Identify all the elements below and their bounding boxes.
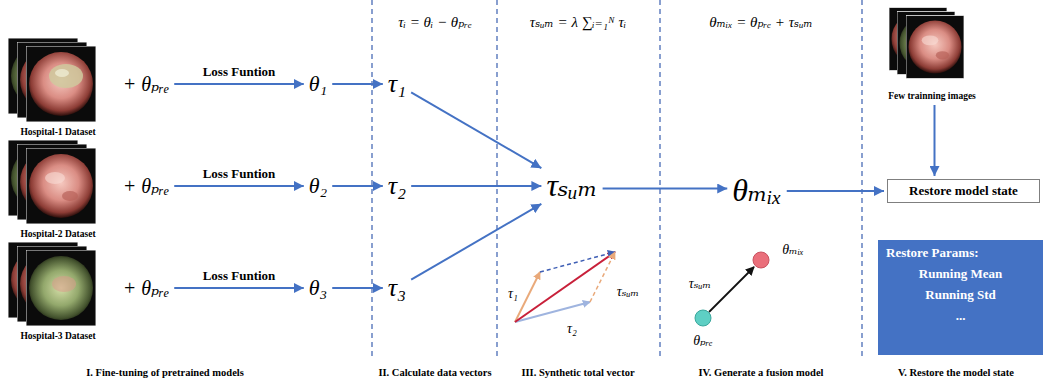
dataset-caption: Hospital-2 Dataset	[20, 229, 95, 239]
fused-point	[753, 252, 769, 268]
math-symbol: + θₚᵣₑ	[123, 175, 169, 197]
flow-arrow	[332, 83, 383, 85]
math-symbol: θ₂	[309, 174, 327, 198]
shift-arrow	[709, 267, 754, 312]
pretrained-params: + θₚᵣₑ	[121, 175, 171, 197]
dataset-image-stack: Hospital-2 Dataset	[4, 138, 112, 240]
param-text: Running Std	[886, 284, 1035, 305]
math-symbol: + θₚᵣₑ	[123, 73, 169, 95]
dataset-image-stack: Hospital-3 Dataset	[4, 240, 112, 342]
flow-arrow	[174, 83, 304, 85]
few-images-stack: Few trainning images	[882, 4, 982, 102]
math-symbol: θ₁	[309, 72, 327, 96]
flow-arrow	[603, 188, 728, 190]
parallel-dashed-arrow	[590, 252, 615, 302]
flow-arrow	[332, 287, 383, 289]
point-label: θₚᵣₑ	[693, 333, 713, 350]
section-caption: V. Restore the model state	[898, 367, 1014, 380]
dataset-image-stack: Hospital-1 Dataset	[4, 36, 112, 138]
box-label: Restore model state	[909, 183, 1018, 199]
section-caption: III. Synthetic total vector	[521, 367, 634, 380]
flow-arrow	[174, 287, 304, 289]
sum-vector-arrow	[515, 252, 615, 322]
images-caption: Few trainning images	[888, 91, 976, 101]
vector-arrow	[515, 272, 540, 322]
vector-label: τₛᵤₘ	[689, 276, 711, 293]
flow-arrow	[411, 92, 541, 168]
pretrained-point	[695, 310, 711, 326]
params-panel: Restore Params:Running MeanRunning Std..…	[878, 240, 1043, 355]
task-vector: τ₁	[386, 70, 408, 99]
param-text: ...	[886, 305, 1035, 326]
section-caption: II. Calculate data vectors	[378, 367, 491, 380]
endoscopy-image	[906, 16, 964, 79]
formula: τᵢ = θᵢ − θₚᵣₑ	[398, 13, 472, 31]
vector-label: τ₂	[567, 321, 577, 338]
finetuned-params: θ₃	[307, 276, 329, 300]
dataset-caption: Hospital-1 Dataset	[20, 127, 95, 137]
column-separator	[496, 0, 497, 356]
pretrained-params: + θₚᵣₑ	[121, 277, 171, 299]
vector-label: τ₁	[508, 286, 518, 303]
finetuned-params: θ₁	[307, 72, 329, 96]
section-caption: I. Fine-tuning of pretrained models	[86, 367, 244, 380]
process-box: Restore model state	[887, 179, 1040, 203]
finetuned-params: θ₂	[307, 174, 329, 198]
column-separator	[659, 0, 660, 356]
flow-arrow	[934, 105, 936, 176]
flow-arrow	[411, 204, 541, 280]
flow-arrow	[787, 190, 884, 192]
math-symbol: τ₃	[388, 274, 406, 303]
column-separator	[371, 0, 372, 356]
param-text: Running Mean	[886, 263, 1035, 284]
arrow-label: Loss Funtion	[201, 65, 278, 80]
column-separator	[861, 0, 862, 356]
dataset-caption: Hospital-3 Dataset	[20, 331, 95, 341]
math-symbol: τₛᵤₘ	[546, 168, 597, 203]
task-vector: τ₃	[386, 274, 408, 303]
pretrained-params: + θₚᵣₑ	[121, 73, 171, 95]
arrow-label: Loss Funtion	[201, 269, 278, 284]
connector-group	[174, 84, 934, 288]
fusion-model: θₘᵢₓ	[730, 173, 784, 208]
point-label: θₘᵢₓ	[782, 242, 804, 259]
math-symbol: θₘᵢₓ	[732, 173, 782, 208]
endoscopy-image	[26, 148, 96, 224]
sum-vector: τₛᵤₘ	[544, 168, 599, 203]
flow-arrow	[411, 185, 541, 187]
endoscopy-image	[26, 250, 96, 326]
param-text: Restore Params:	[886, 242, 1035, 263]
formula: θₘᵢₓ = θₚᵣₑ + τₛᵤₘ	[709, 13, 812, 31]
vector-label: τₛᵤₘ	[617, 284, 639, 301]
arrow-label: Loss Funtion	[201, 167, 278, 182]
parallel-dashed-arrow	[540, 252, 615, 272]
math-symbol: + θₚᵣₑ	[123, 277, 169, 299]
flow-arrow	[332, 185, 383, 187]
section-caption: IV. Generate a fusion model	[699, 367, 824, 380]
task-vector: τ₂	[386, 172, 408, 201]
math-symbol: τ₁	[388, 70, 406, 99]
formula: τₛᵤₘ = λ ∑ᵢ₌₁ᴺ τᵢ	[530, 13, 626, 31]
math-symbol: τ₂	[388, 172, 406, 201]
endoscopy-image	[26, 46, 96, 122]
math-symbol: θ₃	[309, 276, 327, 300]
flow-arrow	[174, 185, 304, 187]
vector-arrow	[515, 302, 590, 322]
